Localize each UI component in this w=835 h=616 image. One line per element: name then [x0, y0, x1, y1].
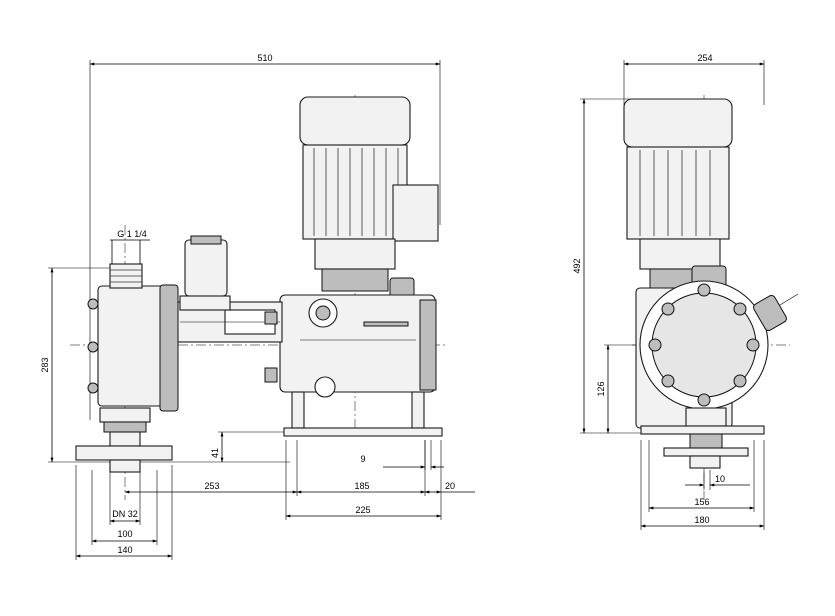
side-motor-body: [626, 146, 730, 240]
oil-sight-glass: [314, 376, 336, 398]
dim-offset: 10: [715, 474, 725, 484]
motor-flange: [314, 238, 396, 270]
side-sight-glass: [753, 294, 787, 332]
dim-gap: 9: [360, 454, 365, 464]
side-flange: [663, 447, 749, 457]
housing-cover: [419, 299, 437, 391]
dim-flange-outer: 140: [117, 545, 132, 555]
flange: [75, 445, 173, 461]
terminal-box: [392, 184, 439, 242]
side-motor-flange: [639, 238, 721, 270]
dim-base-length: 225: [355, 505, 370, 515]
dim-base-inner: 185: [354, 481, 369, 491]
dim-inlet-offset: 253: [204, 481, 219, 491]
discharge-valve: [184, 239, 228, 297]
dim-height: 283: [40, 357, 50, 372]
dim-side-base-inner: 156: [694, 497, 709, 507]
base-plate: [283, 427, 443, 437]
dim-flange-inner: 100: [117, 529, 132, 539]
side-base-plate: [640, 425, 765, 435]
side-view: 254 492 126 10 156 180: [572, 53, 799, 530]
dim-overall-length: 510: [257, 53, 272, 63]
thread-label: G 1 1/4: [117, 229, 147, 239]
dim-base-overhang: 20: [445, 481, 455, 491]
pump-head: [97, 285, 169, 407]
motor-fan-cover: [299, 96, 411, 146]
coupling-housing: [321, 268, 389, 292]
dim-axis-height: 126: [596, 381, 606, 396]
gear-housing: [279, 294, 436, 393]
side-motor-fan-cover: [623, 98, 733, 148]
motor-body: [302, 144, 408, 240]
nominal-diameter-label: DN 32: [112, 509, 138, 519]
dim-side-base-outer: 180: [694, 515, 709, 525]
front-view: 510 G 1 1/4 283 41 9 253 185 20 225: [40, 53, 475, 560]
dim-overall-height: 492: [572, 258, 582, 273]
bottom-valve: [99, 407, 151, 423]
dim-width: 254: [697, 53, 712, 63]
dim-foot-height: 41: [210, 448, 220, 458]
